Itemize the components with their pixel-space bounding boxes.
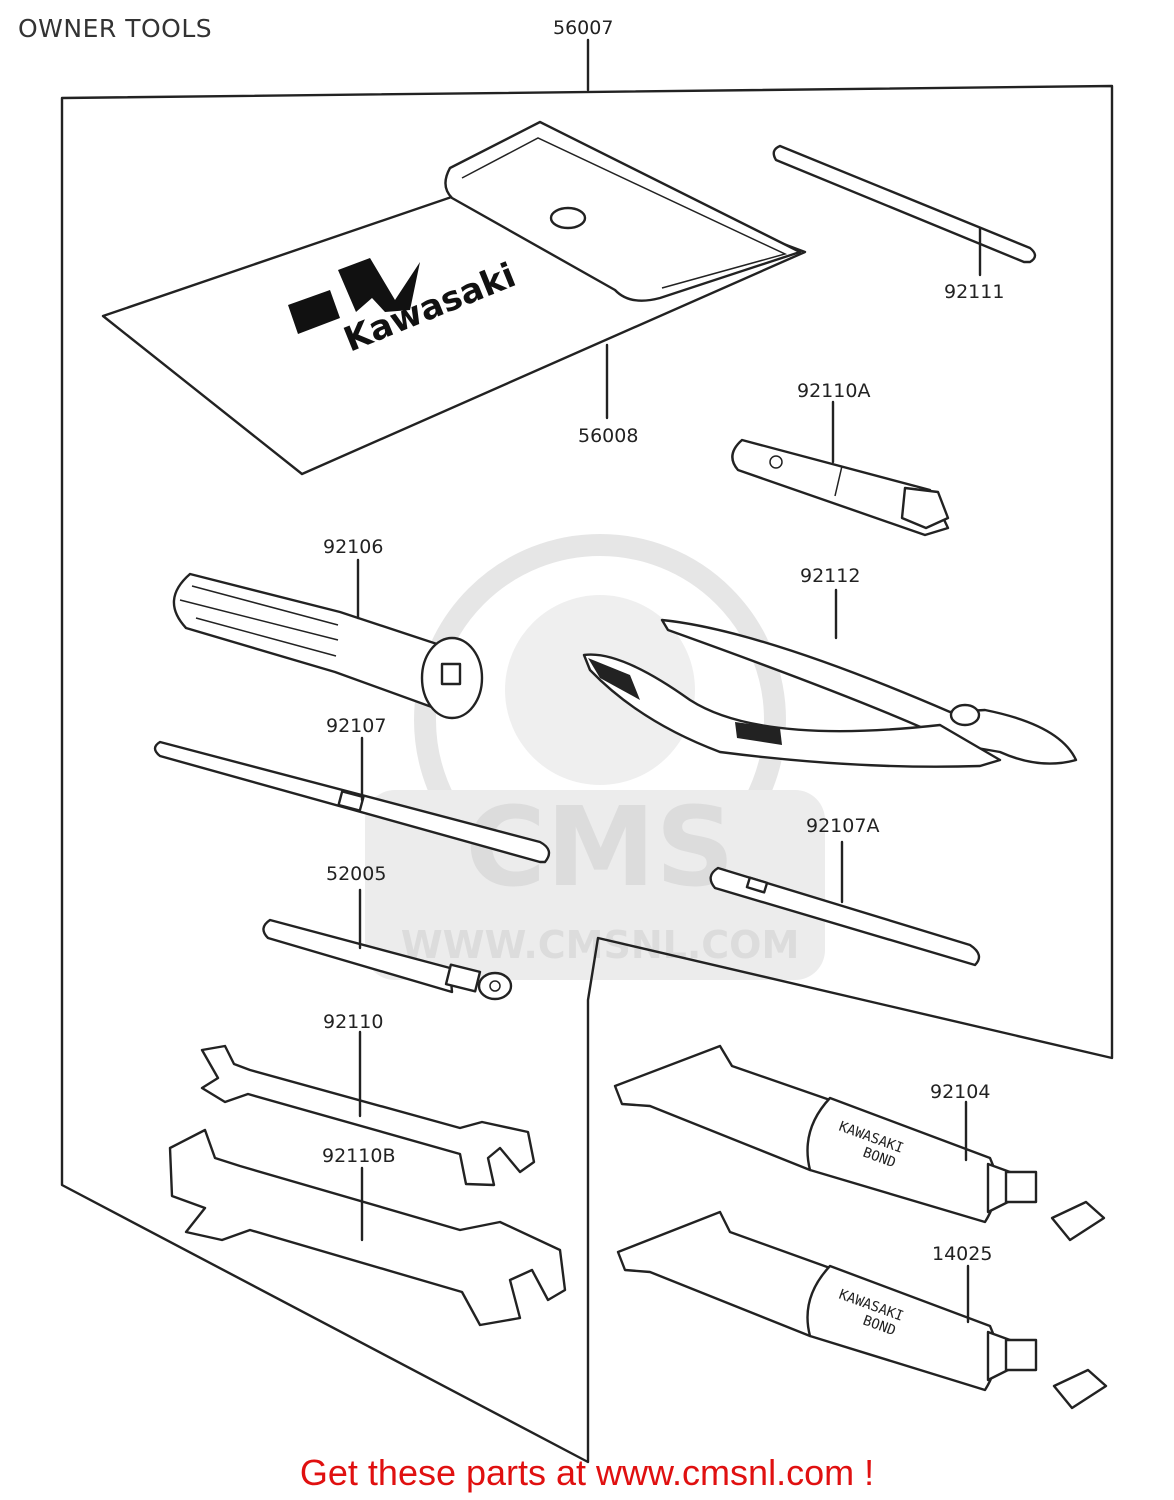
screwdriver-bit-small <box>709 866 981 967</box>
label-92110A: 92110A <box>797 380 870 402</box>
footer-link-text[interactable]: Get these parts at www.cmsnl.com ! <box>299 1452 875 1493</box>
bond-tube-1: KAWASAKI BOND <box>613 1044 1106 1242</box>
open-end-wrench-small <box>200 1044 536 1187</box>
label-92107: 92107 <box>326 715 386 737</box>
kit-frame <box>60 38 1114 1464</box>
spoke-wrench <box>262 918 513 1001</box>
open-end-wrench-large <box>168 1128 567 1327</box>
screwdriver-handle <box>172 572 484 720</box>
label-52005: 52005 <box>326 863 386 885</box>
tommy-bar <box>772 144 1037 264</box>
label-92110B: 92110B <box>322 1145 395 1167</box>
label-92112: 92112 <box>800 565 860 587</box>
label-14025: 14025 <box>932 1243 992 1265</box>
label-92110: 92110 <box>323 1011 383 1033</box>
bond-tube-2: KAWASAKI BOND <box>616 1210 1108 1410</box>
pliers <box>582 618 1078 768</box>
label-92104: 92104 <box>930 1081 990 1103</box>
label-92106: 92106 <box>323 536 383 558</box>
watermark-logo: CMS WWW.CMSNL.COM <box>365 534 825 980</box>
tool-pouch: Kawasaki <box>101 120 807 476</box>
label-56007: 56007 <box>553 17 613 39</box>
page-title: OWNER TOOLS <box>18 14 213 43</box>
label-56008: 56008 <box>578 425 638 447</box>
watermark-url: WWW.CMSNL.COM <box>401 923 800 967</box>
label-92107A: 92107A <box>806 815 879 837</box>
label-92111: 92111 <box>944 281 1004 303</box>
plug-wrench <box>731 438 950 537</box>
screwdriver-bit <box>153 740 551 864</box>
